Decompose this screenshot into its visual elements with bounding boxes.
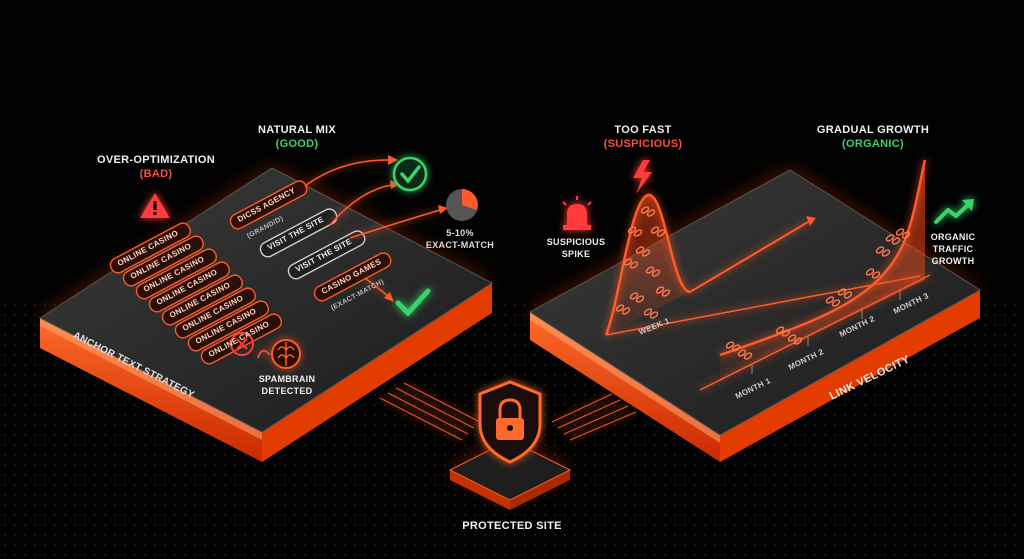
exact-match-percent: 5-10% xyxy=(446,228,474,238)
link-icon xyxy=(731,344,741,352)
link-icon xyxy=(629,261,639,269)
link-glyphs xyxy=(615,206,911,360)
spambrain-line1: SPAMBRAIN xyxy=(258,374,316,384)
link-icon xyxy=(831,299,841,307)
gradual-growth-label: GRADUAL GROWTH xyxy=(816,124,930,136)
link-icon xyxy=(843,291,853,299)
over-optimization-status: (BAD) xyxy=(139,168,173,180)
link-icon xyxy=(627,226,637,234)
trending-up-icon xyxy=(934,199,974,224)
link-icon xyxy=(661,289,671,297)
link-icon xyxy=(781,329,791,337)
link-icon xyxy=(895,228,905,236)
link-icon xyxy=(646,209,656,217)
over-optimization-label: OVER-OPTIMIZATION xyxy=(97,154,215,166)
organic-line2: TRAFFIC xyxy=(932,244,974,254)
link-icon xyxy=(865,268,875,276)
link-icon xyxy=(633,229,643,237)
organic-line3: GROWTH xyxy=(931,256,975,266)
link-icon xyxy=(793,337,803,345)
link-icon xyxy=(725,341,735,349)
link-icon xyxy=(645,266,655,274)
good-anchor-pill xyxy=(313,252,392,302)
shield-lock-icon xyxy=(478,380,542,464)
link-icon xyxy=(875,246,885,254)
gradual-growth-curve xyxy=(719,159,927,380)
link-icon xyxy=(825,296,835,304)
anchor-arrows xyxy=(257,159,441,359)
bad-anchor-pill xyxy=(161,274,243,326)
natural-mix-status: (GOOD) xyxy=(275,138,319,150)
link-icon xyxy=(881,249,891,257)
link-icon xyxy=(871,271,881,279)
link-icon xyxy=(891,237,901,245)
too-fast-label: TOO FAST xyxy=(614,124,672,136)
bad-anchor-pill xyxy=(122,235,204,287)
link-icon xyxy=(629,292,639,300)
bad-anchor-pill xyxy=(109,222,191,274)
organic-line1: ORGANIC xyxy=(930,232,976,242)
right-platform xyxy=(529,169,981,462)
link-icon xyxy=(640,206,650,214)
protected-site-label: PROTECTED SITE xyxy=(462,520,562,532)
natural-mix-label: NATURAL MIX xyxy=(257,124,337,136)
suspicious-spike-curve xyxy=(604,193,816,336)
spambrain-line2: DETECTED xyxy=(261,386,313,396)
link-icon xyxy=(837,288,847,296)
check-icon xyxy=(395,288,431,317)
link-icon xyxy=(743,352,753,360)
warning-icon xyxy=(140,193,170,218)
link-icon xyxy=(643,308,653,316)
exact-match-label: EXACT-MATCH xyxy=(425,240,495,250)
bad-anchor-pill xyxy=(187,300,269,352)
exact-match-pie-icon xyxy=(446,189,478,221)
arrow-heads xyxy=(384,155,448,302)
check-circle-icon xyxy=(392,156,428,192)
link-icon xyxy=(650,226,660,234)
bad-anchor-stack xyxy=(109,222,282,365)
left-platform xyxy=(39,167,493,462)
bad-anchor-pill xyxy=(135,248,217,300)
link-icon xyxy=(885,234,895,242)
link-icon xyxy=(635,246,645,254)
suspicious-spike-line1: SUSPICIOUS xyxy=(546,237,606,247)
brain-icon xyxy=(271,339,301,369)
lightning-icon xyxy=(633,160,652,194)
good-anchor-pill xyxy=(287,230,366,280)
too-fast-status: (SUSPICIOUS) xyxy=(603,138,683,150)
link-icon xyxy=(623,258,633,266)
connector-lines xyxy=(379,382,637,441)
gradual-growth-status: (ORGANIC) xyxy=(842,138,904,150)
link-icon xyxy=(615,304,625,312)
suspicious-spike-line2: SPIKE xyxy=(561,249,591,259)
link-icon xyxy=(775,326,785,334)
link-icon xyxy=(641,249,651,257)
link-icon xyxy=(901,231,911,239)
link-icon xyxy=(737,349,747,357)
siren-icon xyxy=(562,196,592,230)
link-icon xyxy=(649,311,659,319)
link-icon xyxy=(621,307,631,315)
bad-anchor-pill xyxy=(148,261,230,313)
x-circle-icon xyxy=(230,332,254,356)
link-icon xyxy=(787,334,797,342)
link-icon xyxy=(656,229,666,237)
good-anchor-pill xyxy=(259,208,338,258)
link-icon xyxy=(655,286,665,294)
link-icon xyxy=(635,295,645,303)
bad-anchor-pill xyxy=(174,287,256,339)
link-icon xyxy=(651,269,661,277)
protected-site-box xyxy=(448,439,572,510)
good-anchor-stack xyxy=(229,180,392,302)
